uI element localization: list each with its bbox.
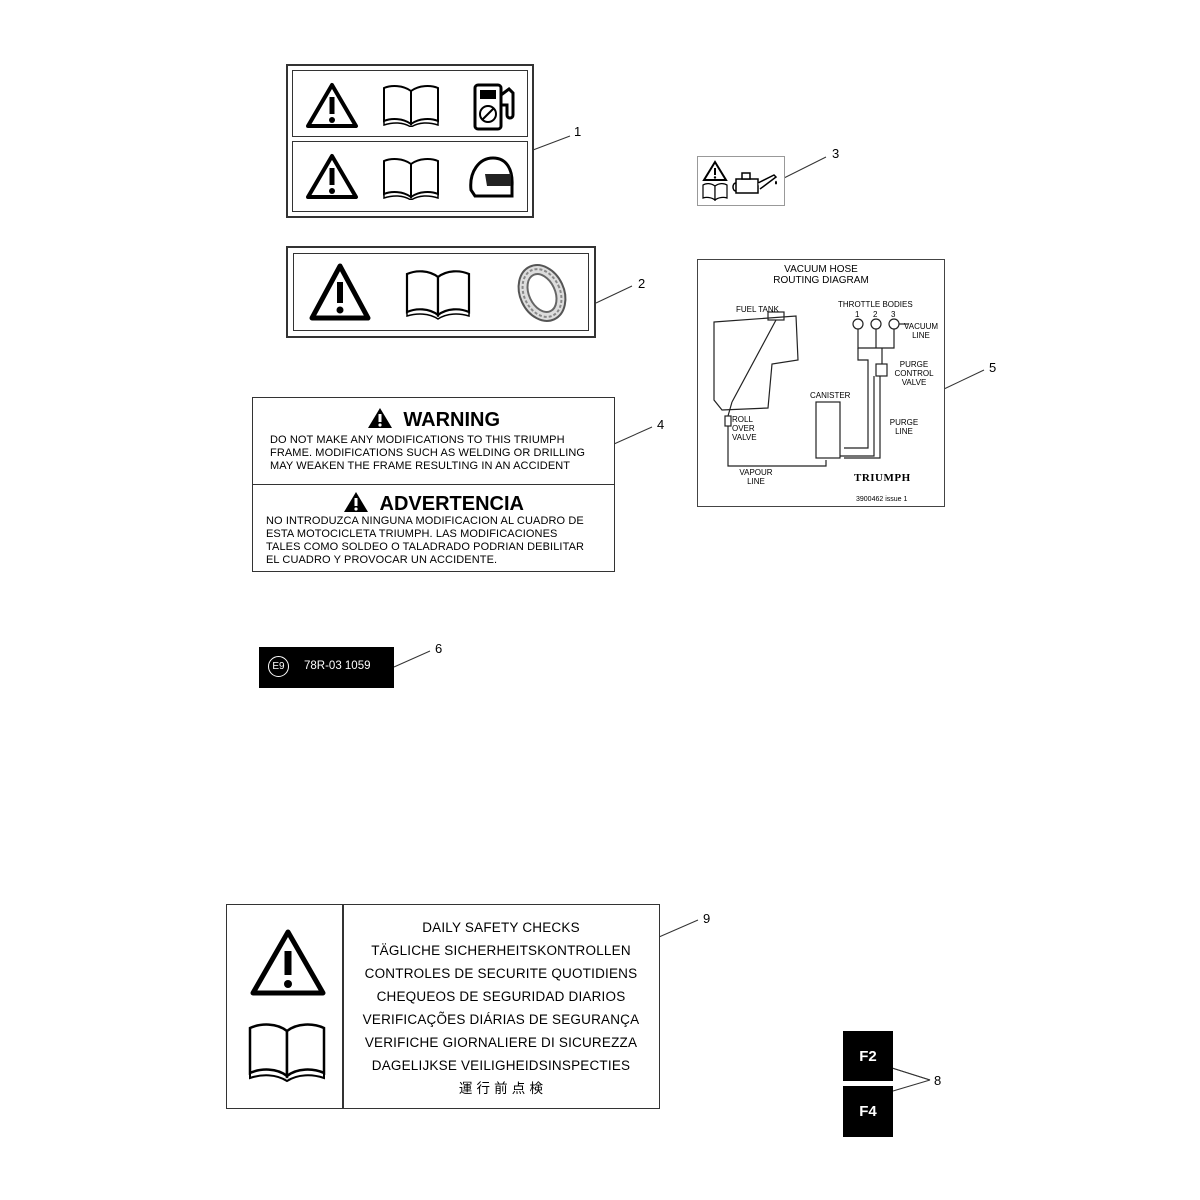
warning-triangle-icon <box>309 263 371 321</box>
label-1-pictogram-panel <box>286 64 534 218</box>
vacuum-title-line: VACUUM HOSE <box>784 264 858 275</box>
warning-spanish-section: ADVERTENCIA NO INTRODUZCA NINGUNA MODIFI… <box>253 485 614 571</box>
e-mark-circle: E9 <box>268 656 289 677</box>
advertencia-title: ADVERTENCIA <box>379 493 524 515</box>
throttle-body-number: 3 <box>891 310 896 319</box>
oil-can-icon <box>732 172 778 194</box>
safety-check-line: VERIFICHE GIORNALIERE DI SICUREZZA <box>364 1035 638 1050</box>
warning-triangle-icon <box>344 492 369 512</box>
throttle-body-3 <box>888 318 900 330</box>
callout-number-8: 8 <box>934 1073 942 1088</box>
part-issue-number: 3900462 issue 1 <box>856 496 908 503</box>
manual-book-icon <box>248 1023 326 1083</box>
safety-check-line: DAILY SAFETY CHECKS <box>422 920 580 935</box>
manual-book-icon <box>383 158 439 200</box>
label-9-divider <box>342 905 344 1108</box>
callout-number-2: 2 <box>638 276 646 291</box>
fuel-tank-label: FUEL TANK <box>736 305 779 314</box>
warning-line: FRAME. MODIFICATIONS SUCH AS WELDING OR … <box>270 447 586 459</box>
roll-over-valve-label: ROLL OVER VALVE <box>732 415 757 442</box>
label-2-tyre-panel <box>286 246 596 338</box>
vapour-line-label: VAPOUR LINE <box>739 468 773 486</box>
label-8-code-f4: F4 <box>843 1086 893 1137</box>
warning-triangle-icon <box>367 408 392 428</box>
warning-line: MAY WEAKEN THE FRAME RESULTING IN AN ACC… <box>270 460 571 472</box>
approval-code: 78R-03 1059 <box>304 660 371 672</box>
tank-breather-line <box>731 319 777 403</box>
vacuum-hose-schematic <box>713 311 908 467</box>
manual-book-icon <box>383 85 439 127</box>
safety-check-line: 運 行 前 点 検 <box>458 1081 544 1096</box>
label-1-row-helmet <box>292 141 528 212</box>
label-6-e-mark: E9 78R-03 1059 <box>259 647 394 688</box>
safety-check-line: TÄGLICHE SICHERHEITSKONTROLLEN <box>371 943 631 958</box>
advertencia-line: EL CUADRO Y PROVOCAR UN ACCIDENTE. <box>266 554 498 566</box>
warning-triangle-icon <box>306 154 358 199</box>
advertencia-line: ESTA MOTOCICLETA TRIUMPH. LAS MODIFICACI… <box>266 528 558 540</box>
fuel-pump-icon <box>473 83 515 131</box>
label-3-oil-panel <box>697 156 785 206</box>
manual-book-icon <box>405 270 471 320</box>
fuel-tank-outline <box>713 315 799 411</box>
safety-check-line: VERIFICAÇÕES DIÁRIAS DE SEGURANÇA <box>362 1012 640 1027</box>
purge-control-valve <box>875 363 888 377</box>
callout-number-6: 6 <box>435 641 443 656</box>
safety-check-line: DAGELIJKSE VEILIGHEIDSINSPECTIES <box>371 1058 631 1073</box>
label-9-daily-safety-checks: DAILY SAFETY CHECKS TÄGLICHE SICHERHEITS… <box>226 904 660 1109</box>
callout-number-4: 4 <box>657 417 665 432</box>
warning-heading-row: WARNING <box>253 407 614 432</box>
throttle-bodies-label: THROTTLE BODIES <box>838 300 913 309</box>
warning-text: DO NOT MAKE ANY MODIFICATIONS TO THIS TR… <box>270 434 585 473</box>
triumph-logo: TRIUMPH <box>854 472 911 484</box>
purge-control-valve-label: PURGE CONTROL VALVE <box>894 360 934 387</box>
callout-number-3: 3 <box>832 146 840 161</box>
canister <box>815 401 841 459</box>
warning-triangle-icon <box>250 929 326 996</box>
label-5-vacuum-hose-diagram: VACUUM HOSE ROUTING DIAGRAM <box>697 259 945 507</box>
warning-triangle-icon <box>702 160 728 181</box>
vacuum-line-label: VACUUM LINE <box>904 322 939 340</box>
advertencia-line: TALES COMO SOLDEO O TALADRADO PODRIAN DE… <box>266 541 585 553</box>
warning-triangle-icon <box>306 83 358 128</box>
callout-number-1: 1 <box>574 124 582 139</box>
throttle-body-1 <box>852 318 864 330</box>
safety-check-line: CHEQUEOS DE SEGURIDAD DIARIOS <box>376 989 626 1004</box>
safety-check-line: CONTROLES DE SECURITE QUOTIDIENS <box>364 966 638 981</box>
warning-english-section: WARNING DO NOT MAKE ANY MODIFICATIONS TO… <box>253 398 614 485</box>
advertencia-text: NO INTRODUZCA NINGUNA MODIFICACION AL CU… <box>266 515 584 567</box>
throttle-body-number: 1 <box>855 310 860 319</box>
warning-title: WARNING <box>403 409 501 431</box>
callout-number-5: 5 <box>989 360 997 375</box>
throttle-body-2 <box>870 318 882 330</box>
advertencia-line: NO INTRODUZCA NINGUNA MODIFICACION AL CU… <box>266 515 584 527</box>
vacuum-title-line: ROUTING DIAGRAM <box>773 275 869 286</box>
label-1-row-fuel <box>292 70 528 137</box>
safety-check-text: DAILY SAFETY CHECKS TÄGLICHE SICHERHEITS… <box>343 916 659 1100</box>
purge-line-label: PURGE LINE <box>889 418 919 436</box>
callout-number-9: 9 <box>703 911 711 926</box>
label-8-code-f2: F2 <box>843 1031 893 1081</box>
canister-label: CANISTER <box>810 391 851 400</box>
label-2-inner-border <box>293 253 589 331</box>
roll-over-valve <box>724 415 732 427</box>
tyre-icon <box>517 264 567 322</box>
advertencia-heading-row: ADVERTENCIA <box>253 491 614 516</box>
vacuum-diagram-title: VACUUM HOSE ROUTING DIAGRAM <box>698 264 944 286</box>
throttle-body-number: 2 <box>873 310 878 319</box>
manual-book-icon <box>702 183 728 201</box>
label-4-frame-warning: WARNING DO NOT MAKE ANY MODIFICATIONS TO… <box>252 397 615 572</box>
helmet-icon <box>469 156 514 198</box>
warning-line: DO NOT MAKE ANY MODIFICATIONS TO THIS TR… <box>270 434 565 446</box>
